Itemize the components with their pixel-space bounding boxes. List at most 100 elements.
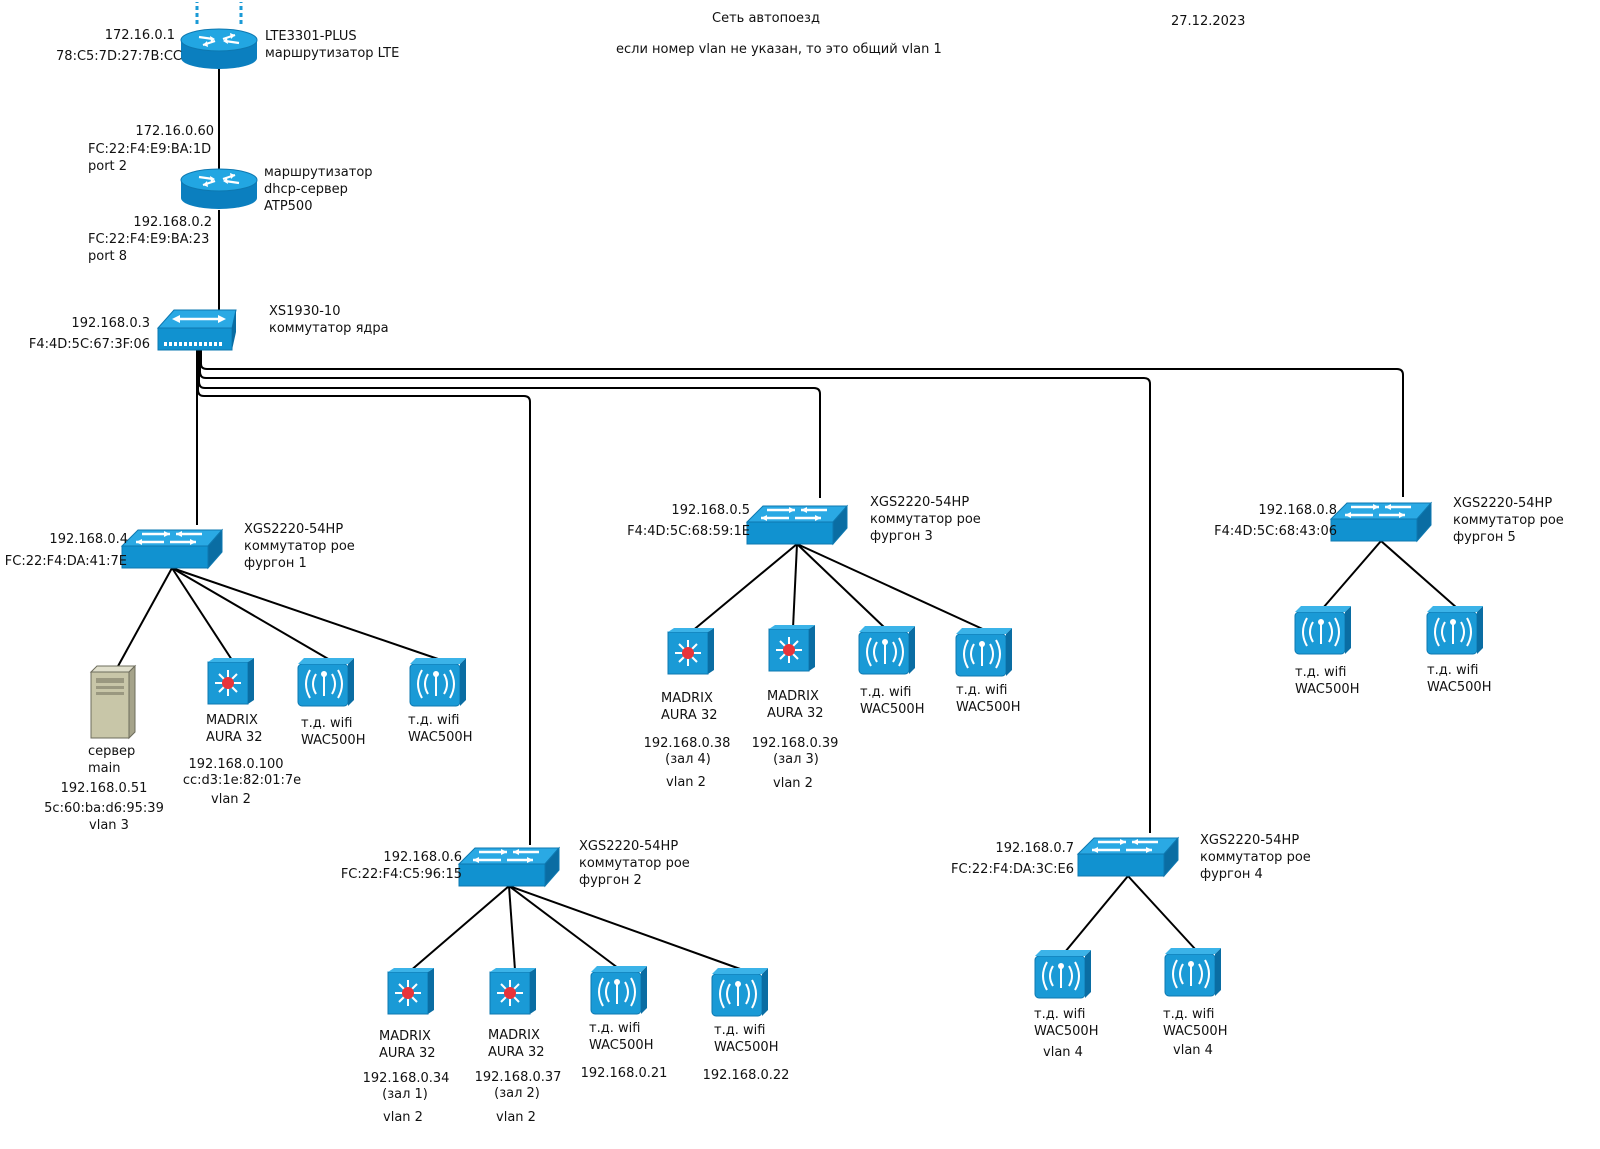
- sw5-model: XGS2220-54HP: [1453, 496, 1553, 511]
- server-vlan: vlan 3: [89, 818, 129, 833]
- core-model: XS1930-10: [269, 304, 341, 319]
- sw2-model: XGS2220-54HP: [579, 839, 679, 854]
- sw3-ip: 192.168.0.5: [671, 503, 750, 518]
- sw2-mac: FC:22:F4:C5:96:15: [340, 867, 462, 882]
- server-name: сервер: [88, 744, 136, 759]
- wifi-ap-van2a-icon: [590, 965, 648, 1015]
- router-model: ATP500: [264, 199, 313, 214]
- sw4-role: коммутатор рое: [1200, 850, 1311, 865]
- mx3a-model: AURA 32: [661, 708, 718, 723]
- server-mac: 5c:60:ba:d6:95:39: [44, 801, 164, 816]
- sw4-mac: FC:22:F4:DA:3C:E6: [950, 862, 1074, 877]
- ap2a-ip: 192.168.0.21: [580, 1066, 668, 1081]
- mx2b-vlan: vlan 2: [496, 1110, 536, 1125]
- mx1-mac: cc:d3:1e:82:01:7e: [182, 773, 302, 788]
- ap2a-model: WAC500H: [589, 1038, 654, 1053]
- switch-van4-icon: [1076, 836, 1180, 878]
- sw1-mac: FC:22:F4:DA:41:7E: [4, 554, 127, 569]
- ap2b-name: т.д. wifi: [714, 1023, 766, 1038]
- switch-van3-icon: [745, 504, 849, 546]
- sw3-mac: F4:4D:5C:68:59:1E: [627, 524, 750, 539]
- diagram-title: Сеть автопоезд: [712, 11, 820, 26]
- router-up-port: port 2: [88, 159, 128, 174]
- sw5-mac: F4:4D:5C:68:43:06: [1214, 524, 1337, 539]
- mx1-vlan: vlan 2: [211, 792, 251, 807]
- wifi-ap-van3a-icon: [858, 625, 916, 675]
- wifi-ap-van3b-icon: [955, 627, 1013, 677]
- ap3a-name: т.д. wifi: [860, 685, 912, 700]
- madrix-van1-icon: [207, 657, 255, 705]
- ap4b-name: т.д. wifi: [1163, 1007, 1215, 1022]
- mx3b-vlan: vlan 2: [773, 776, 813, 791]
- server-host: main: [88, 761, 121, 776]
- wifi-ap-van4a-icon: [1034, 949, 1092, 999]
- lte-antennas: [195, 2, 243, 24]
- ap5a-model: WAC500H: [1295, 682, 1360, 697]
- ap5b-model: WAC500H: [1427, 680, 1492, 695]
- ap5a-name: т.д. wifi: [1295, 665, 1347, 680]
- madrix-van2a-icon: [387, 967, 435, 1015]
- madrix-van3a-icon: [667, 627, 715, 675]
- vlan-note: если номер vlan не указан, то это общий …: [616, 42, 942, 57]
- lte-model: LTE3301-PLUS: [265, 29, 357, 44]
- ap4b-model: WAC500H: [1163, 1024, 1228, 1039]
- ap4a-name: т.д. wifi: [1034, 1007, 1086, 1022]
- mx3a-ip: 192.168.0.38: [643, 736, 731, 751]
- sw2-ip: 192.168.0.6: [383, 850, 462, 865]
- mx2b-model: AURA 32: [488, 1045, 545, 1060]
- mx3b-hall: (зал 3): [773, 752, 819, 767]
- router-role: маршрутизатор: [264, 165, 373, 180]
- sw2-role: коммутатор рое: [579, 856, 690, 871]
- core-ip: 192.168.0.3: [71, 316, 150, 331]
- sw1-role: коммутатор рое: [244, 539, 355, 554]
- lte-router-icon: [179, 27, 259, 71]
- mx2a-vlan: vlan 2: [383, 1110, 423, 1125]
- lte-role: маршрутизатор LTE: [265, 46, 400, 61]
- ap2b-model: WAC500H: [714, 1040, 779, 1055]
- sw5-ip: 192.168.0.8: [1258, 503, 1337, 518]
- wifi-ap-van5b-icon: [1426, 605, 1484, 655]
- sw4-model: XGS2220-54HP: [1200, 833, 1300, 848]
- mx2a-name: MADRIX: [379, 1029, 431, 1044]
- ap1a-name: т.д. wifi: [301, 716, 353, 731]
- mx2a-hall: (зал 1): [382, 1087, 428, 1102]
- ap2b-ip: 192.168.0.22: [702, 1068, 790, 1083]
- mx3b-model: AURA 32: [767, 706, 824, 721]
- mx2a-ip: 192.168.0.34: [362, 1071, 450, 1086]
- mx3a-hall: (зал 4): [665, 752, 711, 767]
- mx3b-name: MADRIX: [767, 689, 819, 704]
- madrix-van3b-icon: [768, 624, 816, 672]
- ap1b-name: т.д. wifi: [408, 713, 460, 728]
- mx1-ip: 192.168.0.100: [188, 757, 284, 772]
- ap1a-model: WAC500H: [301, 733, 366, 748]
- core-mac: F4:4D:5C:67:3F:06: [28, 337, 150, 352]
- sw3-van: фургон 3: [870, 529, 933, 544]
- mx3a-name: MADRIX: [661, 691, 713, 706]
- mx1-model: AURA 32: [206, 730, 263, 745]
- ap4b-vlan: vlan 4: [1173, 1043, 1213, 1058]
- server-icon: [90, 665, 136, 739]
- sw1-model: XGS2220-54HP: [244, 522, 344, 537]
- switch-van1-icon: [120, 528, 224, 570]
- sw4-ip: 192.168.0.7: [995, 841, 1074, 856]
- core-switch-icon: [156, 308, 238, 352]
- madrix-van2b-icon: [489, 967, 537, 1015]
- switch-van5-icon: [1329, 501, 1433, 543]
- mx3b-ip: 192.168.0.39: [751, 736, 839, 751]
- router-down-port: port 8: [88, 249, 128, 264]
- mx2b-ip: 192.168.0.37: [474, 1070, 562, 1085]
- sw5-role: коммутатор рое: [1453, 513, 1564, 528]
- ap3b-name: т.д. wifi: [956, 683, 1008, 698]
- mx2b-hall: (зал 2): [494, 1086, 540, 1101]
- mx2a-model: AURA 32: [379, 1046, 436, 1061]
- router-service: dhcp-сервер: [264, 182, 348, 197]
- core-role: коммутатор ядра: [269, 321, 389, 336]
- ap4a-vlan: vlan 4: [1043, 1045, 1083, 1060]
- sw5-van: фургон 5: [1453, 530, 1516, 545]
- router-down-ip: 192.168.0.2: [133, 215, 212, 230]
- mx3a-vlan: vlan 2: [666, 775, 706, 790]
- router-down-mac: FC:22:F4:E9:BA:23: [88, 232, 210, 247]
- sw1-van: фургон 1: [244, 556, 307, 571]
